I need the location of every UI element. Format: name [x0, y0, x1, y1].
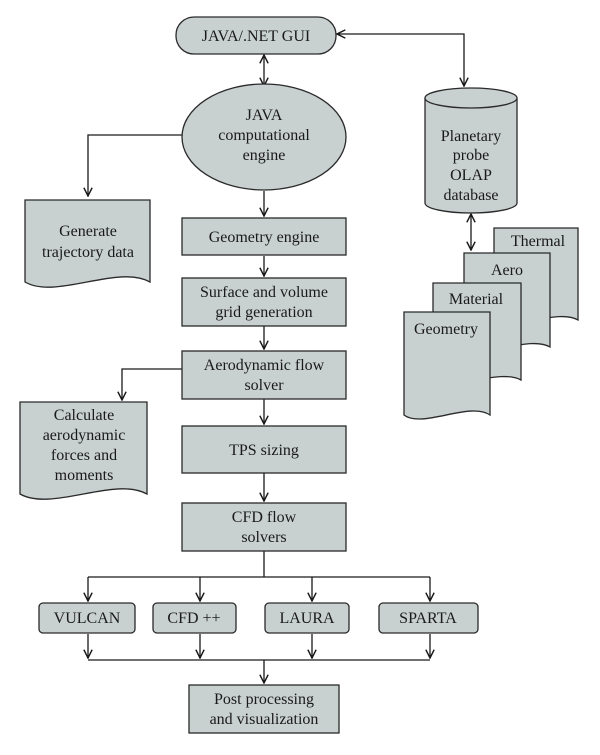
solver-cfdpp-box: [152, 602, 237, 634]
doc-material-label: Material: [449, 291, 504, 308]
engine-ellipse: [181, 83, 347, 191]
doc-thermal-label: Thermal: [511, 233, 566, 250]
database-label-4: database: [443, 187, 498, 204]
grid-box: [181, 277, 347, 327]
solver-vulcan-box: [38, 602, 136, 634]
trajectory-document: [24, 199, 151, 288]
gui-label: JAVA/.NET GUI: [202, 28, 310, 45]
tps-node: TPS sizing: [181, 425, 347, 474]
forces-label-4: moments: [55, 467, 114, 484]
solver-sparta-node: SPARTA: [378, 602, 479, 634]
grid-label-2: grid generation: [215, 304, 312, 321]
solver-laura-label: LAURA: [279, 610, 335, 627]
trajectory-node: Generate trajectory data: [24, 199, 151, 288]
grid-node: Surface and volume grid generation: [181, 277, 347, 327]
solver-vulcan-label: VULCAN: [54, 610, 121, 627]
forces-node: Calculate aerodynamic forces and moments: [19, 401, 148, 500]
gui-node: JAVA/.NET GUI: [175, 16, 337, 55]
tps-label: TPS sizing: [229, 442, 299, 459]
engine-trajectory-arrow: [88, 134, 182, 196]
forces-label-1: Calculate: [54, 407, 114, 424]
post-node: Post processing and visualization: [188, 684, 340, 734]
database-label-2: probe: [453, 147, 489, 164]
aero-solver-label-1: Aerodynamic flow: [204, 357, 325, 374]
database-label-1: Planetary: [441, 128, 501, 145]
engine-node: JAVA computational engine: [181, 83, 347, 191]
engine-label-2: computational: [218, 127, 310, 144]
cfd-node: CFD flow solvers: [181, 502, 347, 552]
forces-label-3: forces and: [51, 447, 117, 464]
geometry-engine-box: [181, 217, 347, 256]
solver-cfdpp-node: CFD ++: [152, 602, 237, 634]
trajectory-label-2: trajectory data: [42, 244, 134, 261]
post-box: [188, 684, 340, 734]
forces-document: [19, 401, 148, 500]
aero-solver-label-2: solver: [244, 377, 284, 394]
doc-geometry-node: Geometry: [403, 311, 491, 420]
cfd-label-2: solvers: [241, 529, 286, 546]
aero-solver-box: [181, 350, 347, 400]
grid-label-1: Surface and volume: [200, 284, 328, 301]
connectors: [88, 34, 471, 683]
forces-label-2: aerodynamic: [43, 427, 126, 444]
doc-aero-label: Aero: [491, 262, 523, 279]
post-label-2: and visualization: [210, 711, 319, 728]
database-cylinder-body: [424, 98, 518, 214]
solver-laura-box: [264, 602, 350, 634]
engine-label-3: engine: [243, 147, 286, 164]
solver-cfdpp-label: CFD ++: [167, 610, 220, 627]
doc-geometry: [403, 311, 491, 420]
tps-box: [181, 425, 347, 474]
engine-label-1: JAVA: [246, 107, 283, 124]
geometry-engine-label: Geometry engine: [209, 229, 320, 246]
aero-forces-arrow: [122, 368, 182, 400]
solver-vulcan-node: VULCAN: [38, 602, 136, 634]
database-node: Planetary probe OLAP database: [424, 87, 518, 214]
database-cylinder-top: [424, 87, 518, 109]
doc-geometry-label: Geometry: [414, 321, 478, 338]
gui-database-arrow: [337, 34, 464, 86]
cfd-label-1: CFD flow: [232, 509, 297, 526]
trajectory-label-1: Generate: [59, 223, 117, 240]
solver-laura-node: LAURA: [264, 602, 350, 634]
solver-sparta-label: SPARTA: [399, 610, 457, 627]
geometry-engine-node: Geometry engine: [181, 217, 347, 256]
cfd-box: [181, 502, 347, 552]
solver-sparta-box: [378, 602, 479, 634]
aero-solver-node: Aerodynamic flow solver: [181, 350, 347, 400]
gui-pill: [175, 16, 337, 55]
post-label-1: Post processing: [214, 691, 314, 708]
database-label-3: OLAP: [450, 167, 492, 184]
